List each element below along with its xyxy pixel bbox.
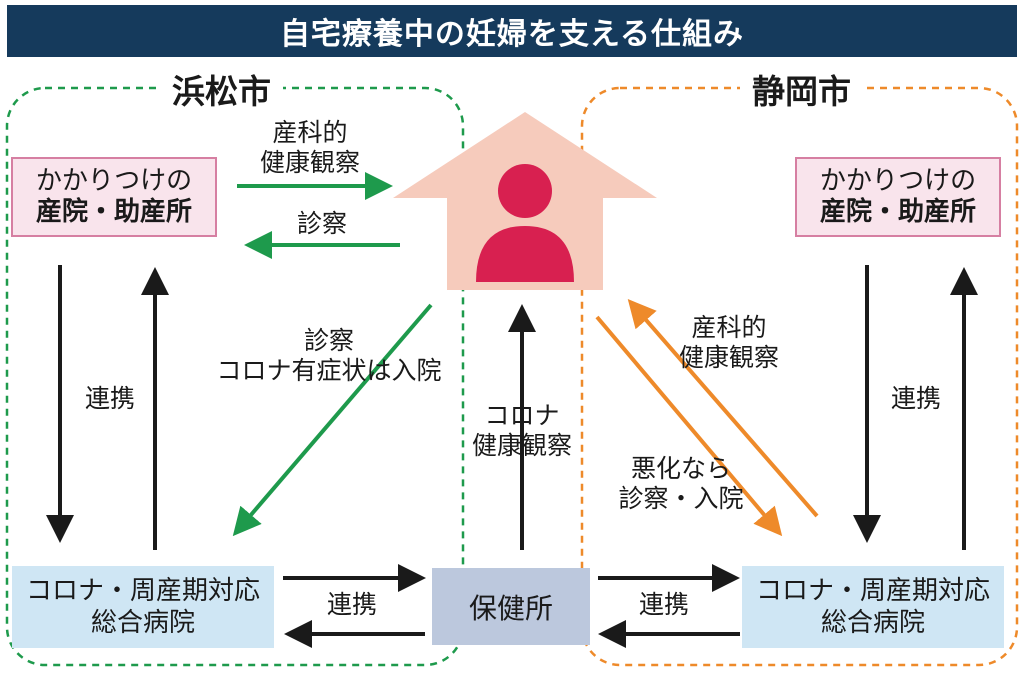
health-center-box: 保健所 [432, 568, 590, 645]
arrow-home-to-hospital-green [232, 303, 433, 537]
arrow-home-to-hospital-orange [595, 315, 783, 537]
label-consultation: 診察 [296, 209, 347, 238]
clinic-line1: かかりつけの [35, 165, 193, 196]
label-line: 健康観察 [678, 343, 779, 372]
label-corona-observation: コロナ 健康観察 [455, 401, 589, 461]
shizuoka-region [580, 86, 1019, 667]
clinic-box-shizuoka: かかりつけの 産院・助産所 [795, 157, 1001, 237]
hospital-box-shizuoka: コロナ・周産期対応 総合病院 [742, 566, 1004, 648]
hospital-line1: コロナ・周産期対応 [755, 575, 990, 606]
label-line: コロナ有症状は入院 [216, 356, 442, 385]
clinic-line2: 産院・助産所 [819, 197, 976, 227]
hospital-line1: コロナ・周産期対応 [25, 575, 260, 606]
label-obstetric-observation-left: 産科的 健康観察 [245, 118, 375, 178]
label-line: 診察 [303, 326, 354, 355]
city-label-hamamatsu: 浜松市 [160, 68, 283, 111]
hamamatsu-region [5, 86, 465, 667]
person-head [498, 164, 552, 218]
pregnant-woman-at-home-icon [393, 112, 657, 290]
label-cooperation-bottom-right: 連携 [638, 590, 689, 619]
arrow-hospital-to-home-orange [627, 298, 819, 518]
label-line: 健康観察 [471, 431, 572, 460]
label-cooperation-bottom-left: 連携 [326, 590, 377, 619]
label-line: 産科的 [691, 313, 767, 342]
label-line: 悪化なら [630, 454, 731, 483]
hospital-line2: 総合病院 [90, 608, 195, 638]
label-obstetric-observation-right: 産科的 健康観察 [664, 313, 794, 373]
label-worsen-admit: 悪化なら 診察・入院 [606, 454, 756, 514]
city-label-shizuoka: 静岡市 [740, 68, 863, 111]
label-line: コロナ [484, 401, 560, 430]
label-line: 診察・入院 [618, 484, 744, 513]
hospital-line2: 総合病院 [820, 608, 925, 638]
clinic-line2: 産院・助産所 [35, 197, 192, 227]
label-cooperation-left: 連携 [84, 384, 135, 413]
person-body [476, 226, 574, 282]
label-line: 産科的 [272, 118, 348, 147]
hospital-box-hamamatsu: コロナ・周産期対応 総合病院 [12, 566, 274, 648]
label-consult-admit: 診察 コロナ有症状は入院 [198, 326, 460, 386]
page-title: 自宅療養中の妊婦を支える仕組み [7, 5, 1017, 57]
clinic-box-hamamatsu: かかりつけの 産院・助産所 [11, 157, 217, 237]
clinic-line1: かかりつけの [819, 165, 977, 196]
label-cooperation-right: 連携 [890, 384, 941, 413]
label-line: 健康観察 [259, 148, 360, 177]
